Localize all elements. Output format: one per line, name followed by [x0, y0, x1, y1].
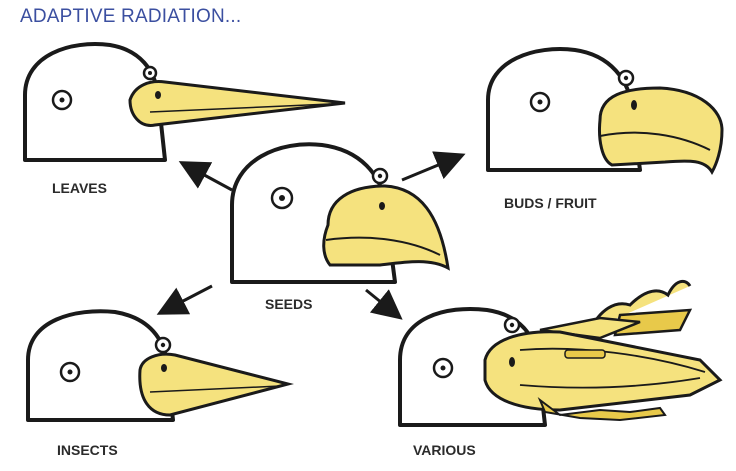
beak-short-thick	[324, 186, 448, 268]
beak-multi-tool	[485, 332, 720, 410]
label-leaves: LEAVES	[52, 180, 107, 196]
bird-buds-fruit	[488, 49, 722, 172]
bird-seeds	[232, 144, 448, 282]
label-buds-fruit: BUDS / FRUIT	[504, 195, 597, 211]
beak-pointed-wedge	[140, 354, 288, 415]
arrow-to-insects	[162, 286, 212, 312]
beak-long-thin	[130, 82, 345, 126]
bird-insects	[28, 311, 288, 420]
beak-hooked	[600, 88, 723, 172]
label-insects: INSECTS	[57, 442, 118, 458]
bird-various	[400, 281, 720, 425]
label-seeds: SEEDS	[265, 296, 312, 312]
arrow-to-leaves	[184, 164, 232, 190]
arrow-to-various	[366, 290, 398, 316]
bird-leaves	[25, 44, 345, 160]
label-various: VARIOUS	[413, 442, 476, 458]
arrow-to-buds-fruit	[402, 156, 460, 180]
